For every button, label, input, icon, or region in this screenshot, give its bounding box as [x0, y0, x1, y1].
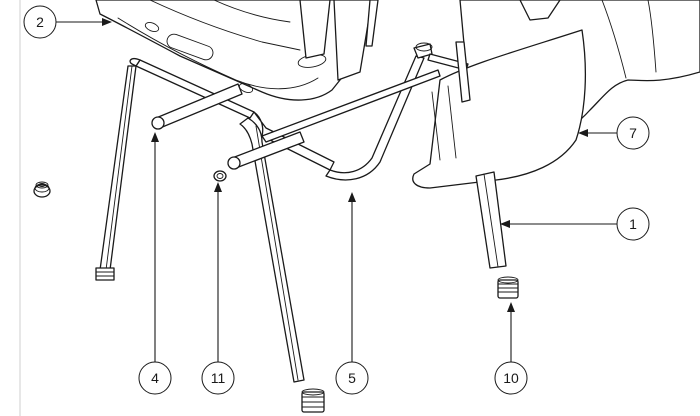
callout-5-label: 5: [348, 370, 356, 386]
front-right-leg: [239, 117, 305, 383]
foot-glide-front: [301, 388, 325, 413]
foot-glide-rear: [497, 276, 519, 299]
callout-1-label: 1: [629, 216, 637, 232]
callout-4: 4: [138, 361, 172, 395]
seat-shell: [95, 0, 373, 101]
threaded-insert-loose: [33, 181, 51, 198]
pin-part-4: [151, 83, 243, 130]
callout-7-label: 7: [629, 125, 637, 141]
callout-10: 10: [494, 361, 528, 395]
callout-11: 11: [201, 361, 235, 395]
callout-11-label: 11: [211, 370, 226, 386]
backrest-shell: [412, 0, 700, 189]
callout-10-label: 10: [503, 370, 519, 386]
callout-2: 2: [23, 5, 57, 39]
callout-5: 5: [335, 361, 369, 395]
callout-4-label: 4: [151, 370, 159, 386]
tube-frame: [129, 0, 471, 181]
rear-leg: [475, 171, 507, 269]
pin-part-11: [213, 131, 305, 182]
callout-7: 7: [616, 116, 650, 150]
front-left-leg: [95, 65, 137, 281]
callout-1: 1: [616, 207, 650, 241]
callout-2-label: 2: [36, 14, 44, 30]
leader-lines: [56, 18, 617, 362]
